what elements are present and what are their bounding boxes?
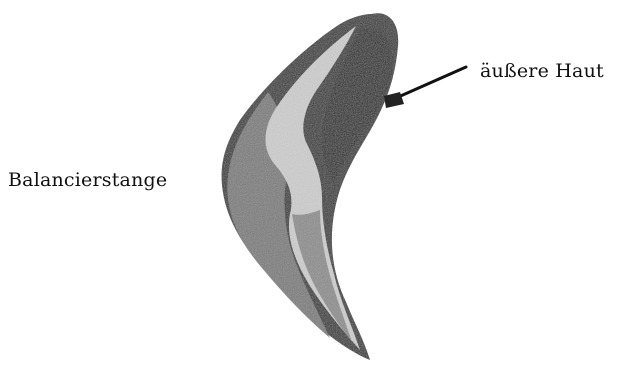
outer-skin-label: äußere Haut — [480, 60, 604, 82]
balancing-rod-label: Balancierstange — [8, 169, 167, 191]
outer-skin-leader-line — [396, 67, 466, 98]
